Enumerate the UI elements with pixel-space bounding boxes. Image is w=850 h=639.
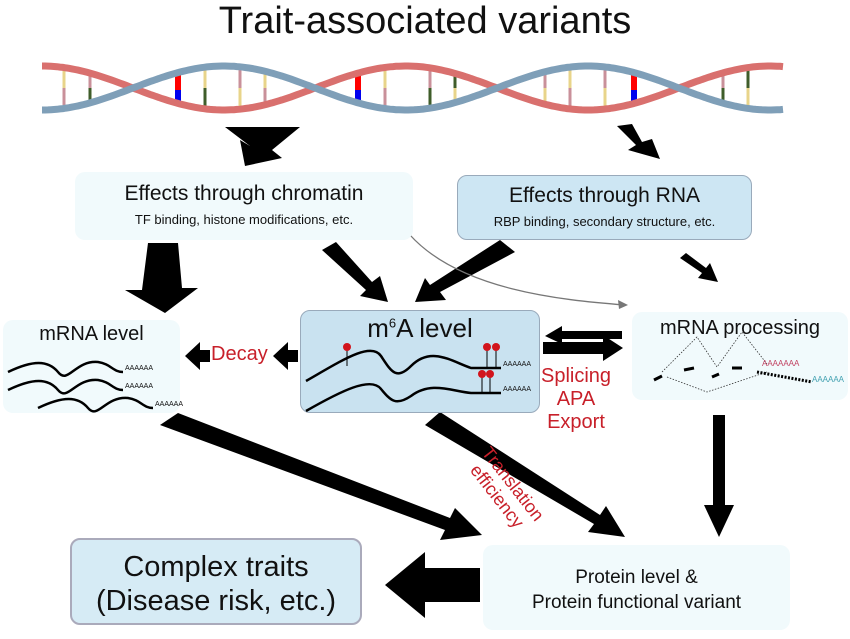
arrow-processing-to-m6a — [545, 326, 622, 344]
arrow-dna-to-chromatin — [225, 127, 300, 166]
chromatin-title: Effects through chromatin — [124, 182, 364, 205]
dna-strand — [42, 62, 784, 114]
m6a-m: m — [367, 313, 389, 343]
chromatin-sub: TF binding, histone modifications, etc. — [134, 212, 354, 227]
page-title: Trait-associated variants — [218, 0, 632, 42]
methylated-mrna-icon — [305, 343, 501, 413]
polya-tail: AAAAAA — [155, 401, 184, 408]
complex-line2: (Disease risk, etc.) — [95, 585, 337, 617]
m6a-sup: 6 — [388, 315, 397, 331]
polya-tail: AAAAAA — [503, 386, 532, 393]
arrow-mrna-to-protein — [160, 413, 482, 540]
arrows — [125, 124, 734, 618]
mrna-processing-box: mRNA processing AAAAAAA AAAAAA — [632, 312, 848, 400]
apa-label: APA — [556, 388, 596, 410]
protein-line1: Protein level & — [575, 567, 698, 588]
arrow-rna-to-m6a — [415, 240, 515, 302]
complex-traits-box: Complex traits (Disease risk, etc.) — [70, 538, 362, 625]
mrna-level-box: mRNA level AAAAAA AAAAAA AAAAAA — [3, 320, 184, 413]
export-label: Export — [547, 411, 605, 433]
mrna-processing-title: mRNA processing — [659, 317, 821, 339]
splicing-icon — [653, 331, 813, 393]
polya-tail: AAAAAA — [812, 375, 845, 384]
m6a-box: m6A level AAAAAA AAAAAA — [300, 310, 540, 413]
arrow-protein-to-complex — [385, 552, 480, 618]
dna-helix — [42, 62, 784, 114]
thin-arrowhead — [618, 300, 628, 309]
polya-tail: AAAAAAA — [762, 359, 800, 368]
protein-line2: Protein functional variant — [531, 592, 742, 613]
m6a-title: m6A level — [301, 313, 539, 344]
arrow-rna-to-processing — [680, 253, 718, 282]
rna-box: Effects through RNA RBP binding, seconda… — [457, 175, 752, 240]
splicing-label: Splicing — [541, 365, 612, 387]
arrow-m6a-to-processing — [543, 335, 623, 361]
arrow-m6a-to-protein — [425, 412, 625, 537]
arrow-processing-to-protein — [704, 415, 734, 537]
arrow-chromatin-to-m6a — [322, 242, 388, 302]
arrow-chromatin-to-mrna — [125, 243, 198, 313]
dna-strand — [42, 62, 784, 114]
mrna-transcripts-icon — [7, 360, 154, 413]
mrna-level-title: mRNA level — [39, 323, 144, 345]
rna-sub: RBP binding, secondary structure, etc. — [493, 214, 716, 229]
protein-box: Protein level & Protein functional varia… — [483, 545, 790, 630]
chromatin-box: Effects through chromatin TF binding, hi… — [75, 172, 413, 240]
polya-tail: AAAAAA — [125, 365, 154, 372]
decay-label: Decay — [211, 343, 268, 365]
protein-text: Protein level & Protein functional varia… — [483, 565, 790, 615]
arrow-dna-to-rna — [617, 124, 660, 159]
thin-arrow-chromatin-to-processing — [409, 234, 626, 306]
processing-labels: Splicing APA Export — [541, 365, 611, 434]
m6a-rest: A level — [396, 313, 473, 343]
rna-title: Effects through RNA — [508, 184, 701, 207]
polya-tail: AAAAAA — [125, 383, 154, 390]
complex-traits-text: Complex traits (Disease risk, etc.) — [72, 550, 360, 618]
arrow-decay-mrna — [185, 342, 210, 370]
complex-line1: Complex traits — [123, 551, 309, 583]
polya-tail: AAAAAA — [503, 361, 532, 368]
arrow-m6a-decay — [273, 342, 298, 370]
